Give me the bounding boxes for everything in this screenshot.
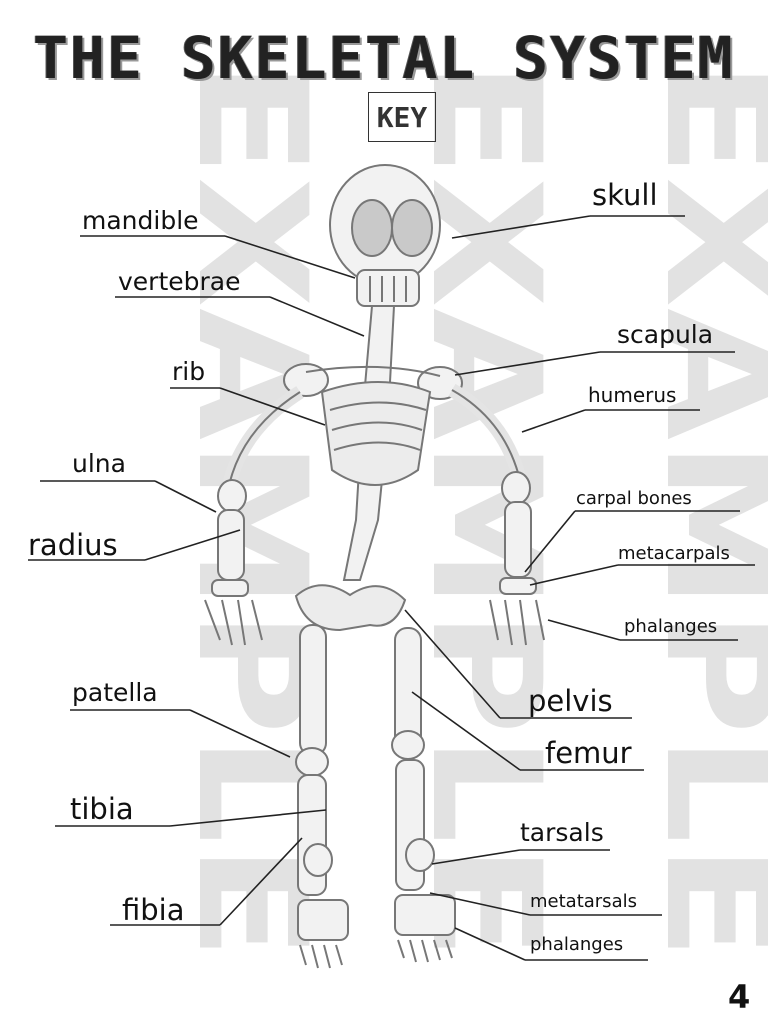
page-title: THE SKELETAL SYSTEM: [33, 24, 735, 92]
watermark-column-3: EXAMPLE: [632, 60, 768, 960]
label-pelvis: pelvis: [528, 684, 613, 718]
label-skull: skull: [592, 178, 658, 212]
label-vertebrae: vertebrae: [118, 267, 241, 296]
label-radius: radius: [28, 528, 118, 562]
label-phalanges-hand: phalanges: [624, 616, 718, 637]
jaw-shape: [356, 269, 420, 307]
key-label: KEY: [368, 92, 436, 142]
label-humerus: humerus: [588, 383, 677, 407]
pelvis-shape: [294, 584, 407, 632]
label-metatarsals: metatarsals: [530, 891, 637, 912]
skeleton-sketch: [204, 164, 545, 969]
label-fibia: fibia: [122, 893, 185, 927]
left-femur-shape: [299, 624, 327, 756]
label-tarsals: tarsals: [520, 818, 604, 847]
label-carpal-bones: carpal bones: [576, 488, 692, 509]
ribcage-shape: [320, 381, 432, 486]
page-number: 4: [728, 978, 751, 1016]
left-eye-socket: [351, 199, 393, 257]
label-metacarpals: metacarpals: [618, 543, 730, 564]
label-rib: rib: [172, 357, 206, 386]
label-tibia: tibia: [70, 792, 134, 826]
right-eye-socket: [391, 199, 433, 257]
label-phalanges-foot: phalanges: [530, 934, 624, 955]
label-scapula: scapula: [617, 320, 714, 349]
label-mandible: mandible: [82, 206, 199, 235]
label-femur: femur: [545, 736, 632, 770]
label-patella: patella: [72, 678, 158, 707]
leader-lines: [28, 215, 755, 961]
label-ulna: ulna: [72, 449, 126, 478]
